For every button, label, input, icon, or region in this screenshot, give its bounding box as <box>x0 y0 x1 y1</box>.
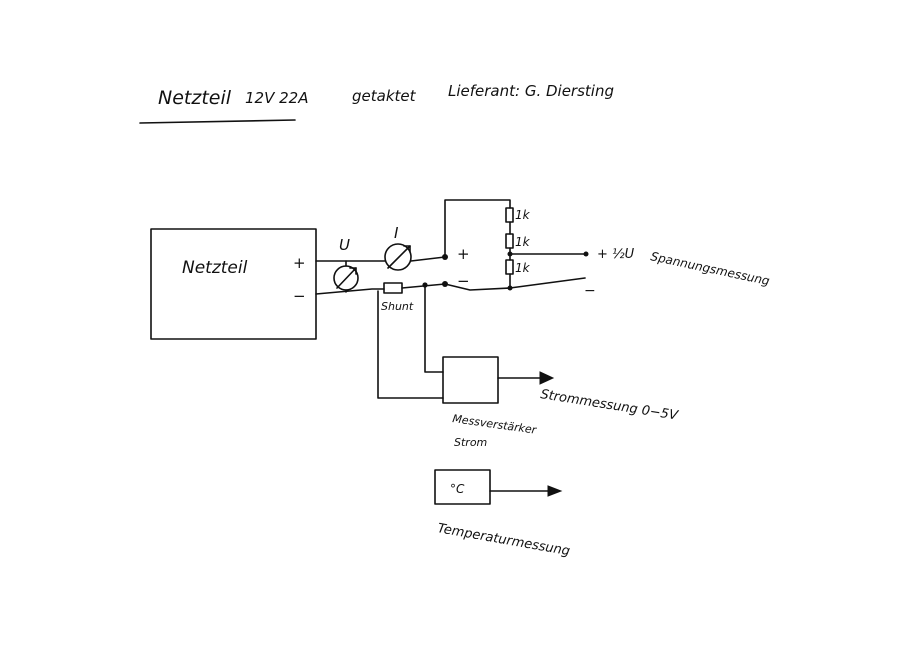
title-underline <box>139 119 296 124</box>
amplifier-box <box>442 356 499 404</box>
header-supplier: Lieferant: G. Diersting <box>448 82 614 100</box>
temperature-output-arrow <box>547 485 563 497</box>
power-supply-label: Netzteil <box>182 258 248 278</box>
temperature-box <box>434 469 491 505</box>
amplifier-output-arrow <box>539 371 555 385</box>
amplifier-input-wire-top <box>424 284 444 373</box>
divider-bottom-dot <box>507 285 513 291</box>
shunt-label: Shunt <box>381 300 414 313</box>
amplifier-label-1: Messverstärker <box>452 412 539 437</box>
temperature-symbol: °C <box>450 482 465 496</box>
header-type: getaktet <box>352 87 417 105</box>
divider-resistor-1 <box>505 207 514 223</box>
divider-function-label: Spannungsmessung <box>649 249 771 288</box>
plus-wire <box>315 256 446 262</box>
current-meter <box>384 243 412 271</box>
divider-tap-dot-right <box>583 251 589 257</box>
current-meter-label: I <box>394 224 399 242</box>
power-supply-plus: + <box>293 254 306 272</box>
divider-resistor-3-label: 1k <box>515 261 531 275</box>
current-measurement-label: Strommessung 0−5V <box>539 387 679 424</box>
temperature-label: Temperaturmessung <box>436 521 571 559</box>
divider-tap-dot-left <box>507 251 513 257</box>
shunt-resistor <box>383 282 403 294</box>
divider-resistor-2-label: 1k <box>515 235 531 249</box>
divider-minus-label: − <box>584 283 596 299</box>
power-supply-minus: − <box>293 287 306 305</box>
amplifier-label-2: Strom <box>454 436 487 449</box>
header-rating: 12V 22A <box>245 89 308 107</box>
divider-resistor-2 <box>505 233 514 249</box>
divider-resistor-1-label: 1k <box>515 208 531 222</box>
voltage-meter-label: U <box>339 236 350 254</box>
divider-resistor-3 <box>505 259 514 275</box>
terminal-plus-label: + <box>457 245 470 263</box>
terminal-minus-label: − <box>457 272 470 290</box>
divider-tap-label: + ½U <box>597 247 635 262</box>
voltage-meter <box>333 265 359 291</box>
power-supply-box <box>150 228 317 340</box>
header-title: Netzteil <box>158 87 232 109</box>
amplifier-input-wire-bottom <box>377 290 444 399</box>
